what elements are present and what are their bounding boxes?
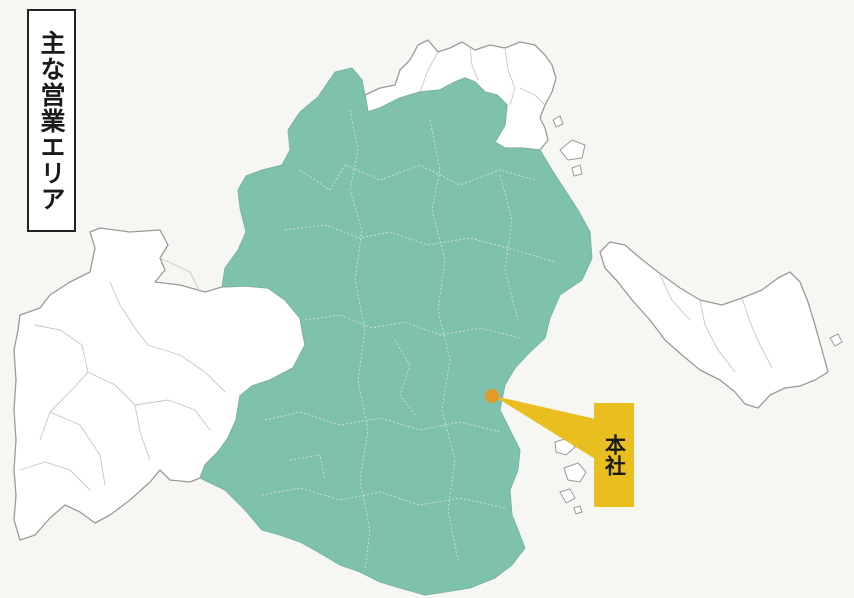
- hq-callout-pointer: [494, 396, 600, 462]
- legend-title: 主な営業エリア: [37, 29, 66, 212]
- sales-area-region: [199, 67, 593, 596]
- neighbor-east-boundaries: [659, 274, 773, 373]
- legend-box: 主な営業エリア: [27, 9, 76, 232]
- neighbor-west-boundaries: [19, 257, 226, 491]
- hq-marker[interactable]: [485, 389, 499, 403]
- east-islet: [829, 333, 843, 347]
- hq-label-text: 本社: [602, 434, 627, 476]
- neighbor-north-boundaries: [419, 47, 546, 106]
- neighbor-region-east: [599, 241, 829, 409]
- hq-label[interactable]: 本社: [594, 403, 634, 507]
- coastal-islets: [552, 115, 587, 515]
- sales-area-internal-boundaries: [261, 109, 556, 571]
